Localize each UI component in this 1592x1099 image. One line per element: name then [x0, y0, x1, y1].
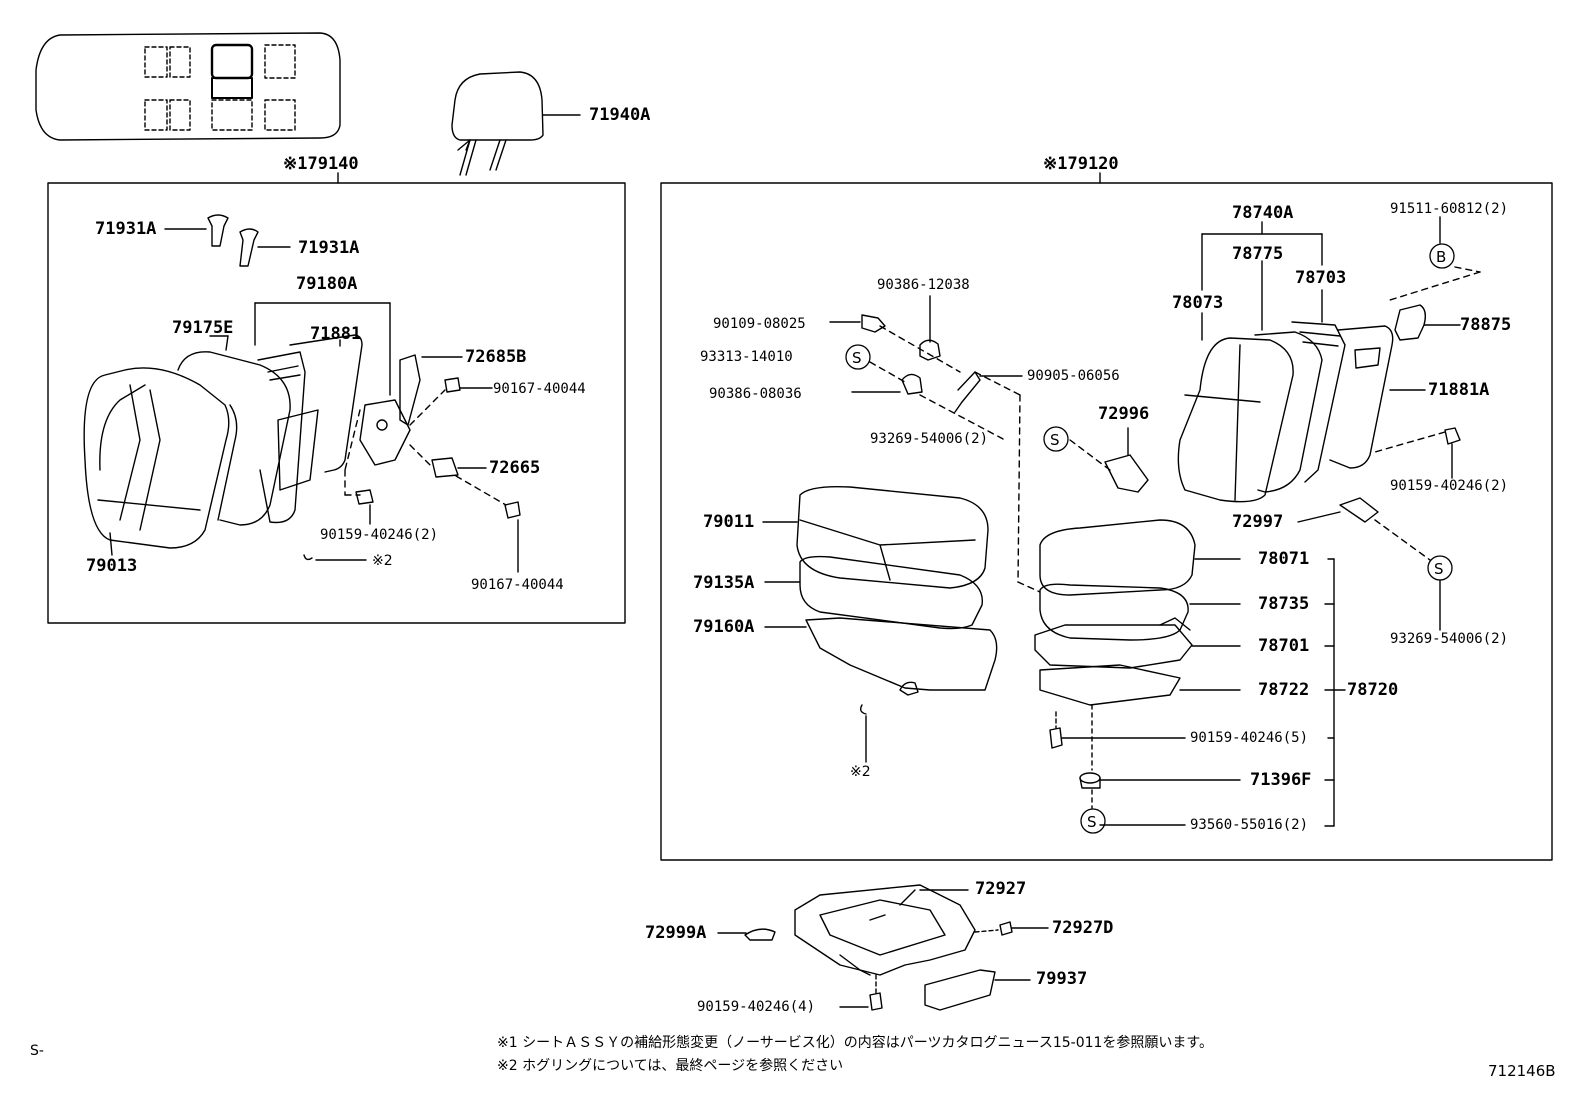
symbol-s: S — [852, 349, 862, 367]
part-label: 91511-60812(2) — [1390, 201, 1509, 217]
part-label: 90386-12038 — [877, 277, 970, 293]
part-label: 71931A — [95, 219, 157, 239]
part-label: 78735 — [1258, 594, 1310, 614]
part-label: 72997 — [1232, 512, 1284, 532]
part-label: 78073 — [1172, 293, 1224, 313]
part-label-headrest: 71940A — [589, 105, 651, 125]
part-label: 72685B — [465, 347, 527, 367]
part-label: 90386-08036 — [709, 386, 802, 402]
note-line-1: ※1 シートＡＳＳＹの補給形態変更（ノーサービス化）の内容はパーツカタログニュー… — [497, 1035, 1214, 1051]
part-label: 79135A — [693, 573, 755, 593]
part-label: 72996 — [1098, 404, 1150, 424]
symbol-s: S — [1434, 560, 1444, 578]
vehicle-location-icon — [36, 33, 340, 140]
left-assembly-frame — [48, 183, 625, 623]
part-label: 71881A — [1428, 380, 1490, 400]
left-seatback-drawing — [84, 215, 520, 572]
part-label: 78720 — [1347, 680, 1399, 700]
part-label: 90167-40044 — [493, 381, 586, 397]
symbol-b: B — [1436, 248, 1447, 266]
part-label: 78703 — [1295, 268, 1347, 288]
hog-ring-note-mark: ※2 — [850, 764, 871, 780]
part-label: 90159-40246(2) — [1390, 478, 1509, 494]
part-label: 78875 — [1460, 315, 1512, 335]
part-label: 90159-40246(5) — [1190, 730, 1309, 746]
part-label: 72927 — [975, 879, 1027, 899]
part-label: 79175E — [172, 318, 234, 338]
part-label: 93313-14010 — [700, 349, 793, 365]
symbol-s: S — [1087, 813, 1097, 831]
part-label: 78740A — [1232, 203, 1294, 223]
headrest-drawing — [452, 72, 580, 175]
part-label: 78722 — [1258, 680, 1310, 700]
part-label: 79937 — [1036, 969, 1088, 989]
part-label: 90109-08025 — [713, 316, 806, 332]
part-label: 78775 — [1232, 244, 1284, 264]
bottom-tray-drawing — [718, 885, 1048, 1010]
part-label: 79013 — [86, 556, 138, 576]
hog-ring-note-mark: ※2 — [372, 553, 393, 569]
footer-left-mark: S- — [30, 1043, 44, 1059]
part-label: 71396F — [1250, 770, 1312, 790]
part-label: 93269-54006(2) — [870, 431, 989, 447]
part-label: 71931A — [298, 238, 360, 258]
diagram-id: 712146B — [1488, 1062, 1556, 1080]
part-label: 72927D — [1052, 918, 1114, 938]
part-label: 79180A — [296, 274, 358, 294]
part-label: 79011 — [703, 512, 755, 532]
part-label: 72665 — [489, 458, 541, 478]
part-label: 72999A — [645, 923, 707, 943]
part-label: 93269-54006(2) — [1390, 631, 1509, 647]
part-label: 78071 — [1258, 549, 1310, 569]
note-line-2: ※2 ホグリングについては、最終ページを参照ください — [497, 1058, 844, 1074]
part-label: 79160A — [693, 617, 755, 637]
assembly-label-right: ※179120 — [1043, 154, 1119, 174]
part-label: 90159-40246(4) — [697, 999, 816, 1015]
part-label: 71881 — [310, 324, 362, 344]
symbol-circles — [846, 244, 1454, 833]
part-label: 90159-40246(2) — [320, 527, 439, 543]
right-seat-drawing — [763, 217, 1480, 826]
part-label: 78701 — [1258, 636, 1310, 656]
right-assembly-frame — [661, 183, 1552, 860]
part-label: 90905-06056 — [1027, 368, 1120, 384]
assembly-label-left: ※179140 — [283, 154, 359, 174]
part-label: 93560-55016(2) — [1190, 817, 1309, 833]
symbol-s: S — [1050, 431, 1060, 449]
part-label: 90167-40044 — [471, 577, 564, 593]
